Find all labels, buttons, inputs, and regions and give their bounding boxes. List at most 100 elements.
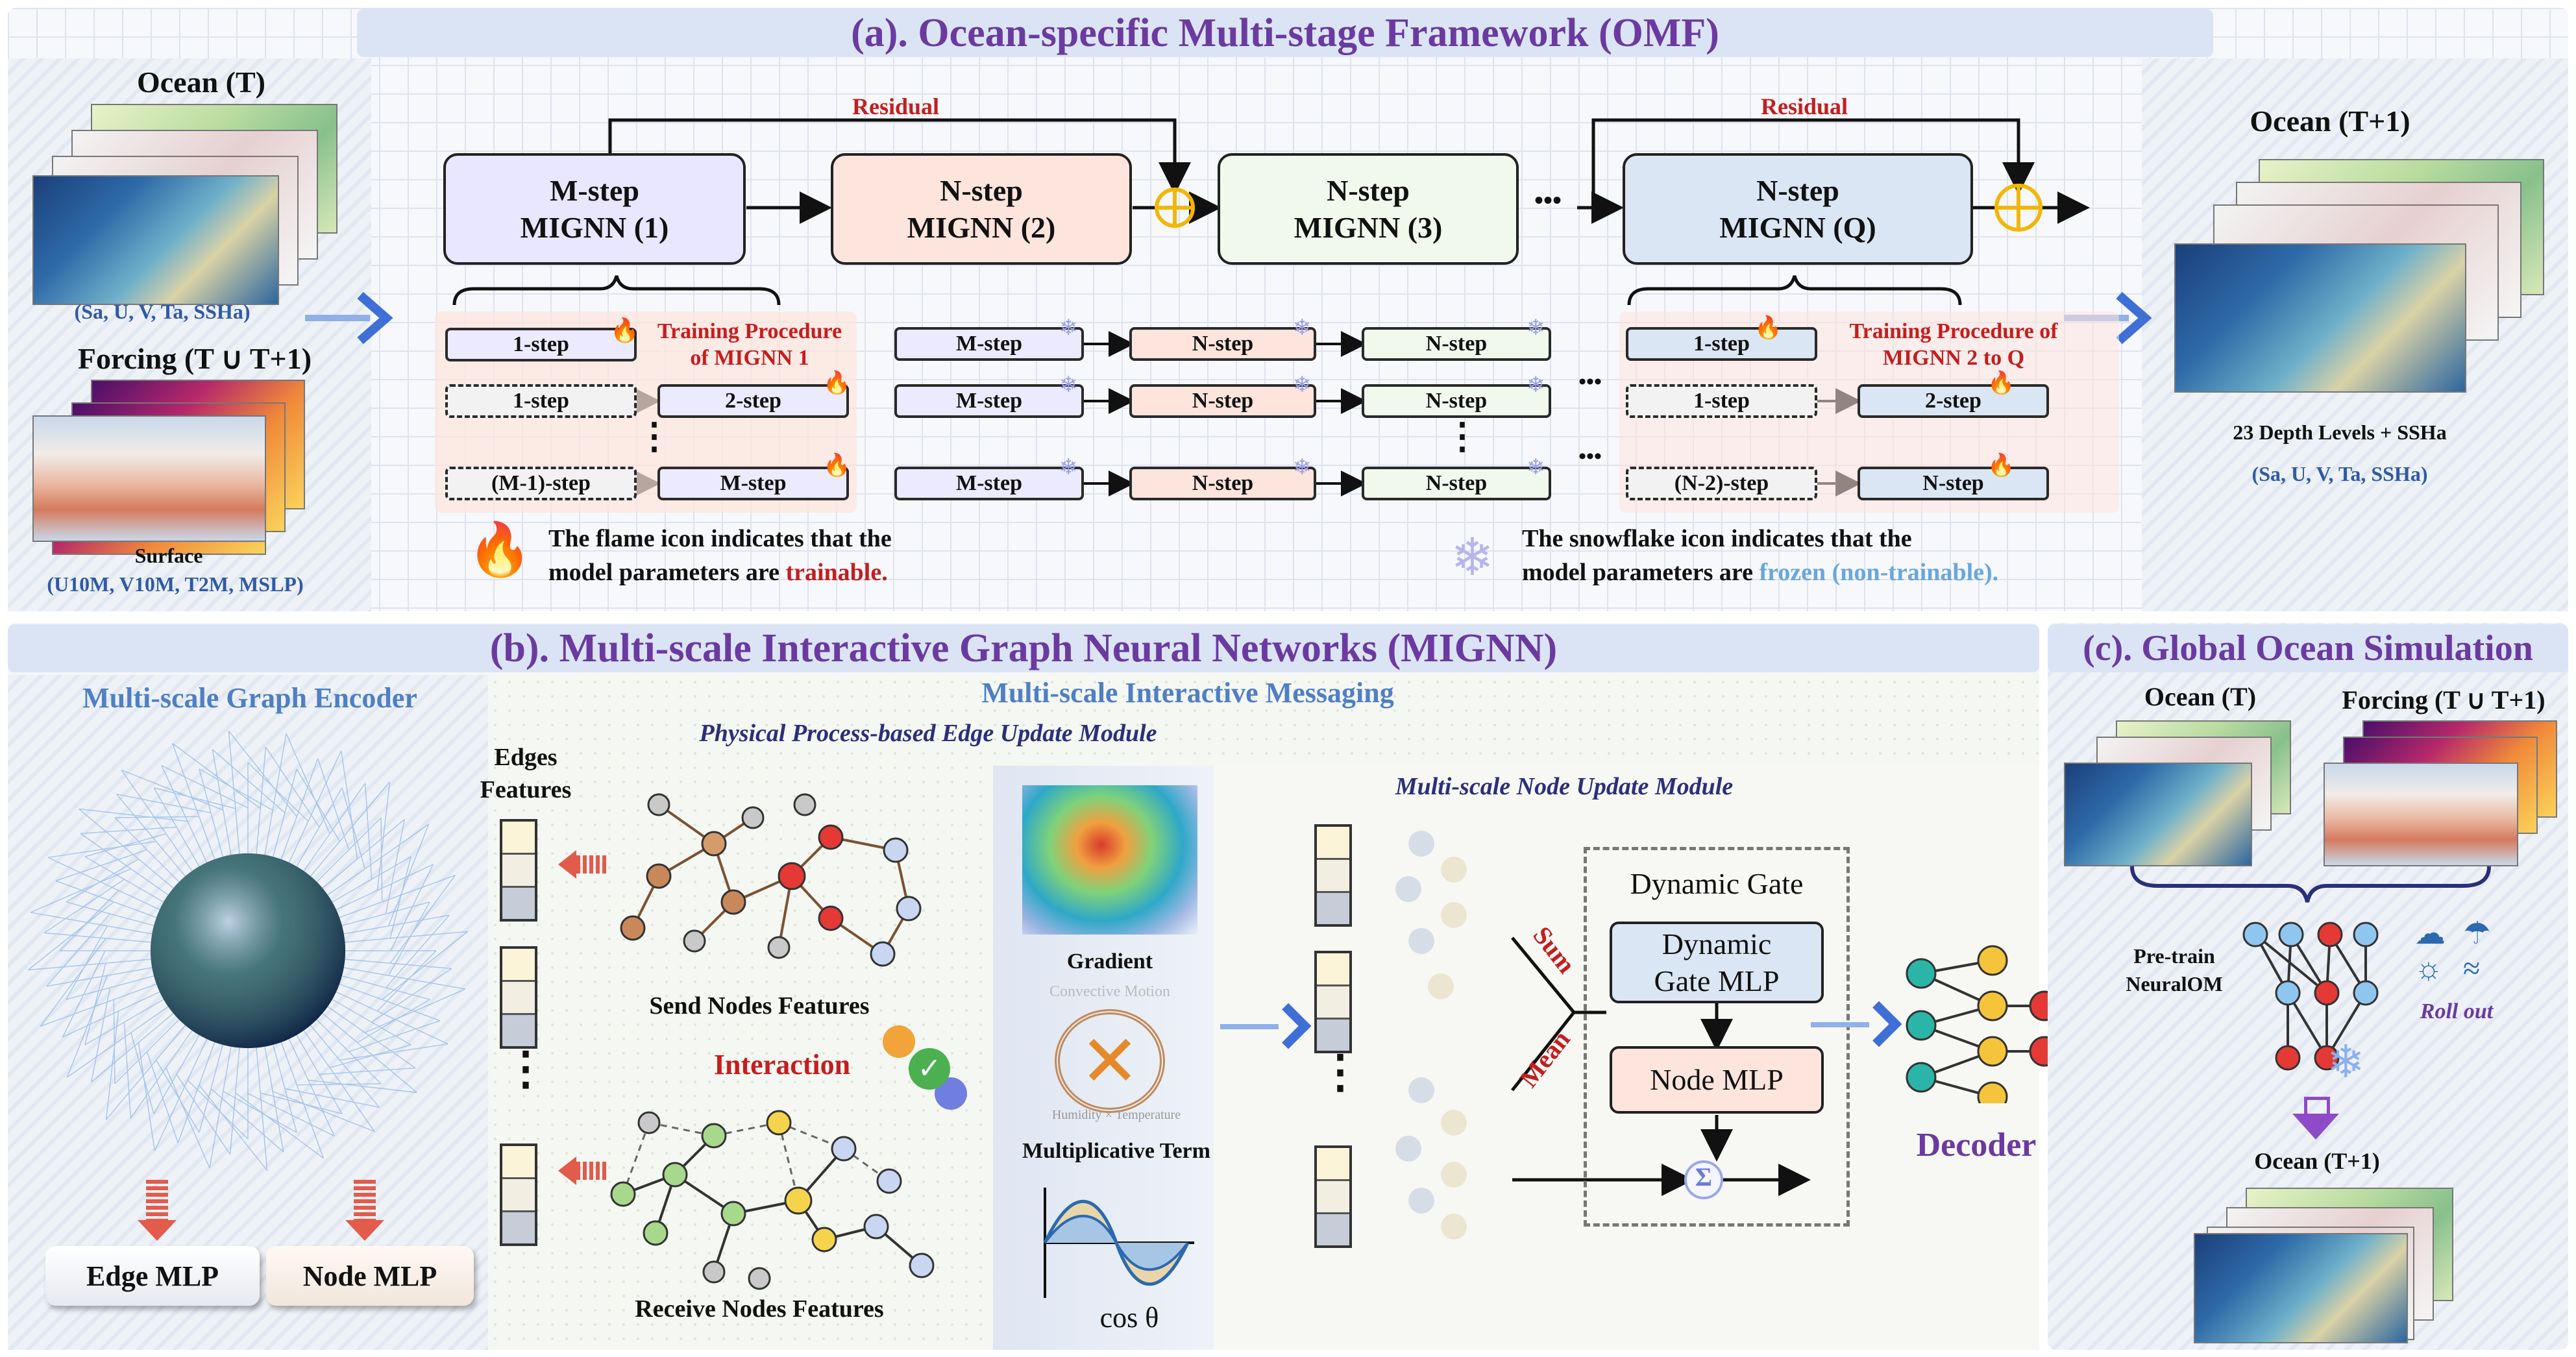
globe-mesh-line	[310, 781, 391, 877]
globe-mesh-line	[47, 857, 160, 911]
globe-mesh-line	[105, 1025, 186, 1120]
globe-mesh-line	[44, 932, 151, 943]
snowflake-icon: ❄	[1527, 373, 1545, 397]
globe-mesh-line	[114, 817, 180, 883]
globe-mesh-line	[91, 1012, 174, 1083]
node-mlp-box: Node MLP	[266, 1246, 474, 1306]
globe-mesh-line	[264, 733, 287, 855]
globe-mesh-line	[297, 1083, 382, 1086]
mignn-3-line1: N-step	[1327, 173, 1410, 207]
globe-mesh-line	[380, 817, 383, 902]
globe-mesh-line	[121, 770, 193, 872]
globe-mesh-line	[80, 833, 169, 896]
globe-mesh-line	[27, 901, 114, 971]
mignn-section-title: (b). Multi-scale Interactive Graph Neura…	[8, 624, 2039, 672]
globe-mesh-line	[161, 764, 249, 809]
sim-surface-map	[2324, 763, 2518, 866]
g2-r3-b: N-step	[1129, 467, 1316, 500]
snowflake-icon: ❄	[1059, 456, 1078, 480]
edge-feature-stack	[500, 946, 537, 1049]
multiplicative-icon: ✕	[1055, 1009, 1165, 1113]
globe-mesh-line	[371, 968, 452, 1023]
snowflake-icon: ❄	[1293, 456, 1312, 480]
globe-mesh-line	[84, 999, 164, 1045]
g3-step-r3b: N-step	[1858, 467, 2049, 500]
sim-brace	[2130, 866, 2491, 903]
sim-section-title: (c). Global Ocean Simulation	[2048, 624, 2568, 672]
globe-mesh-line	[59, 890, 119, 951]
globe-mesh-line	[339, 1043, 448, 1061]
globe-mesh-line	[376, 950, 437, 1012]
snowflake-icon: ❄	[2327, 1038, 2365, 1088]
mignn-3-box: N-step MIGNN (3)	[1218, 153, 1519, 265]
dynamic-gate-mlp-box: Dynamic Gate MLP	[1610, 922, 1824, 1003]
globe-mesh-line	[210, 1088, 284, 1153]
globe-mesh-line	[80, 826, 177, 835]
globe-mesh-line	[388, 901, 430, 976]
globe-mesh-line	[113, 999, 116, 1084]
globe-mesh-line	[319, 1067, 416, 1075]
g1-step-r3b: M-step	[657, 467, 849, 500]
globe-mesh-line	[341, 901, 430, 926]
globe-mesh-line	[176, 1074, 231, 1155]
flame-icon: 🔥	[1987, 371, 2015, 395]
globe-mesh-line	[47, 840, 156, 859]
down-arrow-icon	[345, 1220, 384, 1241]
globe-mesh-line	[228, 730, 297, 817]
globe-mesh-line	[332, 856, 411, 903]
g2-r1-c: N-step	[1362, 327, 1551, 361]
globe-mesh-line	[280, 758, 319, 860]
globe-mesh-line	[79, 808, 188, 822]
mignn-3-line2: MIGNN (3)	[1294, 211, 1443, 244]
globe-mesh-line	[46, 967, 153, 987]
down-arrow-icon	[146, 1180, 168, 1220]
train1-line2: of MIGNN 1	[690, 346, 809, 370]
globe-mesh-line	[114, 1019, 180, 1084]
globe-mesh-line	[67, 1006, 169, 1078]
down-arrow-icon	[2292, 1114, 2339, 1140]
mignn-1-line2: MIGNN (1)	[520, 211, 669, 244]
globe-mesh-line	[284, 1088, 380, 1108]
g2-vdots: ⋮	[1444, 417, 1480, 457]
g3-step-1: 1-step	[1626, 327, 1817, 361]
mignn-1-box: M-step MIGNN (1)	[443, 153, 746, 265]
sim-forcing-label: Forcing (T ∪ T+1)	[2342, 685, 2545, 715]
g3-step-r3a: (N-2)-step	[1626, 467, 1817, 500]
sim-ocean-t-label: Ocean (T)	[2144, 682, 2257, 711]
g3-step-r2b: 2-step	[1858, 384, 2049, 418]
ocean-output-map	[2174, 243, 2466, 393]
train1-line1: Training Procedure	[657, 319, 842, 343]
flame-note-2b: trainable.	[785, 559, 888, 586]
globe-mesh-line	[343, 967, 465, 990]
snowflake-icon: ❄	[1059, 316, 1078, 340]
globe-mesh-line	[316, 1019, 382, 1084]
node-feature-stack	[1314, 1145, 1352, 1248]
snowflake-icon: ❄	[1293, 316, 1312, 340]
gradient-label: Gradient	[1066, 949, 1153, 973]
globe-mesh-line	[256, 747, 267, 854]
globe-mesh-line	[339, 875, 456, 918]
sigma-symbol: Σ	[1695, 1162, 1713, 1192]
globe-mesh-line	[66, 975, 108, 1078]
globe-mesh-line	[265, 746, 320, 827]
globe-mesh-line	[116, 794, 186, 877]
edge-module-title: Physical Process-based Edge Update Modul…	[699, 720, 1157, 747]
globe-mesh-line	[256, 1047, 268, 1171]
snowflake-icon: ❄	[1293, 373, 1312, 397]
flame-icon: 🔥	[823, 454, 851, 478]
dyn-mlp-line1: Dynamic	[1662, 927, 1772, 960]
rollout-label: Roll out	[2420, 999, 2494, 1023]
globe-mesh-line	[79, 808, 174, 889]
globe-mesh-line	[332, 999, 411, 1045]
g1-step-r3a: (M-1)-step	[445, 467, 637, 500]
snow-note-2a: model parameters are	[1522, 559, 1760, 586]
pretrain-label-2: NeuralOM	[2126, 972, 2223, 996]
globe-mesh-line	[273, 768, 297, 857]
surface-input-map	[32, 415, 266, 542]
encoder-title: Multi-scale Graph Encoder	[82, 682, 417, 714]
globe-mesh-line	[46, 913, 111, 987]
edges-label-1: Edges	[494, 744, 558, 771]
node-mlp-gate-box: Node MLP	[1610, 1046, 1824, 1114]
sim-ocean-t1-label: Ocean (T+1)	[2254, 1148, 2380, 1174]
globe-mesh-line	[138, 1042, 156, 1151]
